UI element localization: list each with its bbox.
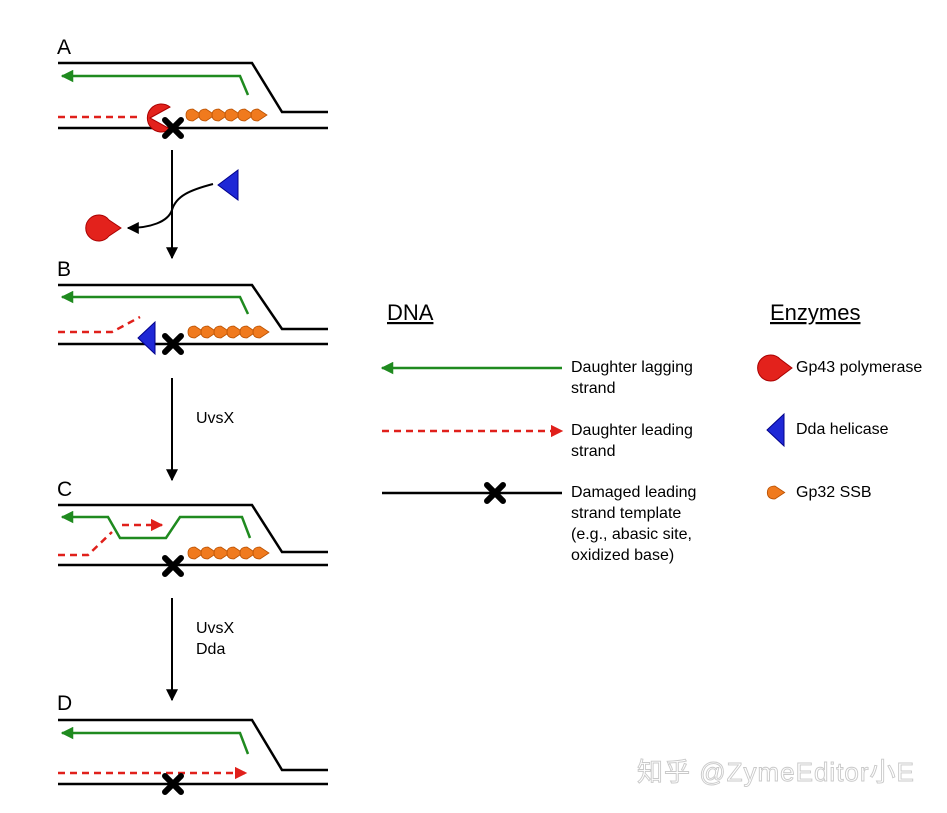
lagging-strand (60, 726, 250, 755)
legend-leading-label-2: strand (571, 443, 615, 460)
triangle-helicase-icon (766, 412, 785, 448)
parental-strand-top (58, 718, 328, 772)
legend-dna: DNA Daughter lagging strand Daughter lea… (380, 300, 696, 564)
legend-ssb-label: Gp32 SSB (796, 484, 872, 501)
legend-polymerase-label: Gp43 polymerase (796, 359, 922, 376)
step-label-uvsx: UvsX (196, 410, 235, 427)
leading-strand-dashed (58, 315, 141, 334)
legend-template-label-4: oxidized base) (571, 547, 674, 564)
pacman-polymerase-icon (757, 354, 793, 382)
gp43-polymerase-icon (146, 103, 171, 133)
legend-lagging-label-1: Daughter lagging (571, 359, 693, 376)
dda-helicase-incoming-icon (217, 169, 239, 201)
ssb-icon (252, 325, 270, 339)
watermark-text: 知乎 @ZymeEditor小E (637, 757, 915, 787)
panel-letter-c: C (57, 478, 72, 501)
ssb-icon (252, 546, 270, 560)
exchange-arrow (126, 183, 214, 234)
parental-strand-top (58, 503, 328, 554)
lagging-strand (60, 69, 250, 96)
legend-enzymes: Enzymes Gp43 polymerase Dda helicase Gp3… (757, 300, 922, 501)
legend-template-label-1: Damaged leading (571, 484, 696, 501)
teardrop-ssb-icon (766, 485, 786, 500)
panel-c: C (57, 478, 328, 574)
legend-dna-heading: DNA (387, 300, 434, 325)
lagging-strand-template-switch (60, 510, 252, 540)
lagging-strand (60, 290, 250, 315)
ssb-cluster (185, 108, 268, 122)
parental-strand-top (58, 283, 328, 331)
panel-d: D (57, 692, 328, 792)
ssb-cluster (187, 546, 270, 560)
transition-a-b (85, 150, 239, 260)
transition-b-c: UvsX (166, 378, 235, 482)
step-label-uvsx: UvsX (196, 620, 235, 637)
ssb-icon (250, 108, 268, 122)
transition-c-d: UvsX Dda (166, 598, 235, 702)
panel-letter-a: A (57, 36, 71, 59)
legend-leading-label-1: Daughter leading (571, 422, 693, 439)
legend-template-label-3: (e.g., abasic site, (571, 526, 692, 543)
panel-b: B (57, 258, 328, 356)
ssb-cluster (187, 325, 270, 339)
panel-a: A (57, 36, 328, 136)
legend-enzymes-heading: Enzymes (770, 300, 860, 325)
panel-letter-b: B (57, 258, 71, 281)
legend-template-label-2: strand template (571, 505, 681, 522)
leading-strand-dashed (58, 531, 113, 557)
parental-strand-top (58, 61, 328, 114)
step-label-dda: Dda (196, 641, 225, 658)
dda-helicase-icon (137, 320, 156, 356)
legend-lagging-label-2: strand (571, 380, 615, 397)
gp43-polymerase-released-icon (85, 214, 122, 242)
legend-helicase-label: Dda helicase (796, 421, 889, 438)
panel-letter-d: D (57, 692, 72, 715)
